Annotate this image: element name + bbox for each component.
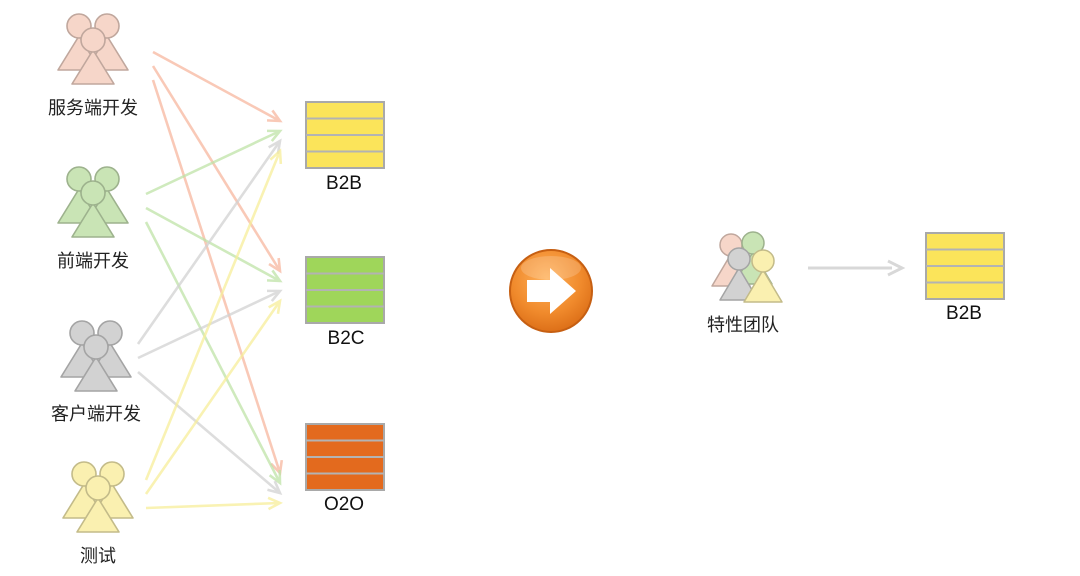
feature-arrow bbox=[808, 259, 906, 277]
stack-o2o bbox=[305, 423, 385, 491]
server-team-icon bbox=[57, 13, 129, 85]
connection-arrow bbox=[152, 50, 283, 123]
connection-arrow bbox=[144, 221, 282, 486]
connection-arrow bbox=[145, 129, 283, 196]
connection-arrow bbox=[137, 371, 283, 495]
role-label-test: 测试 bbox=[80, 546, 116, 567]
product-stacks bbox=[305, 101, 385, 491]
role-label-frontend: 前端开发 bbox=[57, 251, 129, 272]
connection-arrows bbox=[136, 50, 284, 511]
connection-arrow bbox=[145, 206, 283, 283]
frontend-team-icon bbox=[57, 166, 129, 238]
role-icons bbox=[57, 13, 134, 533]
connection-arrow bbox=[151, 65, 282, 274]
result-stack-box bbox=[925, 232, 1005, 300]
feature-team-label: 特性团队 bbox=[707, 315, 779, 336]
connection-arrow bbox=[145, 496, 283, 511]
feature-team-icon bbox=[711, 231, 783, 303]
stack-label-b2b: B2B bbox=[326, 173, 362, 194]
role-label-client: 客户端开发 bbox=[51, 404, 141, 425]
connection-arrow bbox=[136, 138, 282, 345]
result-stack-label: B2B bbox=[946, 303, 982, 324]
result-stack-b2b bbox=[925, 232, 1005, 300]
test-team-icon bbox=[62, 461, 134, 533]
role-label-server: 服务端开发 bbox=[48, 98, 138, 119]
connection-arrow bbox=[144, 148, 283, 481]
client-team-icon bbox=[60, 320, 132, 392]
stack-label-b2c: B2C bbox=[327, 328, 365, 349]
connection-arrow bbox=[144, 298, 282, 495]
stack-b2b bbox=[305, 101, 385, 169]
right-arrow-circle-icon bbox=[509, 249, 593, 333]
stack-b2c bbox=[305, 256, 385, 324]
stack-label-o2o: O2O bbox=[323, 494, 365, 515]
